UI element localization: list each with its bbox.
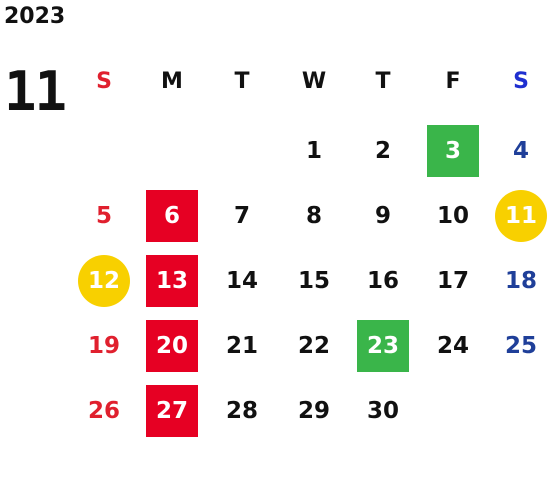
weekday-header-4: T [375, 68, 391, 94]
day-16[interactable]: 16 [366, 268, 399, 294]
day-25[interactable]: 25 [504, 333, 537, 359]
day-14[interactable]: 14 [225, 268, 258, 294]
day-18[interactable]: 18 [504, 268, 537, 294]
day-22[interactable]: 22 [297, 333, 330, 359]
day-12[interactable]: 12 [78, 255, 130, 307]
day-4[interactable]: 4 [512, 138, 529, 164]
day-19[interactable]: 19 [87, 333, 120, 359]
year-label: 2023 [4, 4, 66, 29]
day-20[interactable]: 20 [146, 320, 198, 372]
day-11[interactable]: 11 [495, 190, 547, 242]
day-30[interactable]: 30 [366, 398, 399, 424]
day-1[interactable]: 1 [305, 138, 322, 164]
day-3[interactable]: 3 [427, 125, 479, 177]
day-9[interactable]: 9 [374, 203, 391, 229]
weekday-header-6: S [513, 68, 529, 94]
day-7[interactable]: 7 [233, 203, 250, 229]
weekday-header-2: T [234, 68, 250, 94]
weekday-header-0: S [96, 68, 112, 94]
day-27[interactable]: 27 [146, 385, 198, 437]
day-24[interactable]: 24 [436, 333, 469, 359]
weekday-header-3: W [301, 68, 327, 94]
day-29[interactable]: 29 [297, 398, 330, 424]
month-number: 11 [4, 60, 67, 123]
day-5[interactable]: 5 [95, 203, 112, 229]
day-23[interactable]: 23 [357, 320, 409, 372]
day-10[interactable]: 10 [436, 203, 469, 229]
day-17[interactable]: 17 [436, 268, 469, 294]
day-26[interactable]: 26 [87, 398, 120, 424]
day-2[interactable]: 2 [374, 138, 391, 164]
weekday-header-5: F [445, 68, 461, 94]
day-21[interactable]: 21 [225, 333, 258, 359]
day-8[interactable]: 8 [305, 203, 322, 229]
day-13[interactable]: 13 [146, 255, 198, 307]
day-6[interactable]: 6 [146, 190, 198, 242]
day-15[interactable]: 15 [297, 268, 330, 294]
weekday-header-1: M [161, 68, 183, 94]
day-28[interactable]: 28 [225, 398, 258, 424]
